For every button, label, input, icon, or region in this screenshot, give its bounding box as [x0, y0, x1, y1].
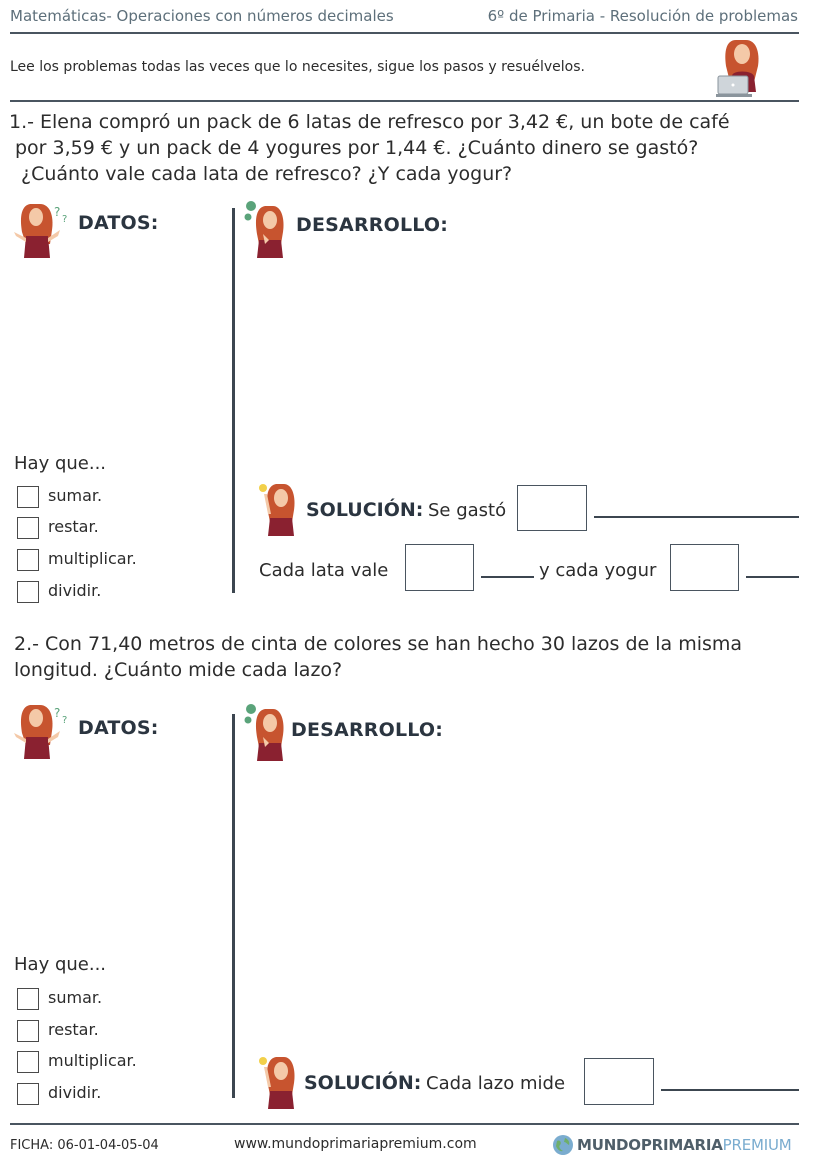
problem1-divider — [232, 208, 235, 593]
problem1-sol-text-gasto: Se gastó — [428, 500, 507, 521]
gears-girl-icon — [243, 703, 289, 763]
globe-logo-icon — [552, 1134, 574, 1156]
gears-girl-icon — [243, 200, 289, 260]
problem2-answer-box-lazo[interactable] — [584, 1058, 654, 1105]
intro-rule — [10, 100, 799, 102]
intro-text: Lee los problemas todas las veces que lo… — [10, 59, 585, 75]
problem1-line2: por 3,59 € y un pack de 4 yogures por 1,… — [15, 137, 699, 159]
problem2-datos-label: DATOS: — [78, 717, 159, 739]
footer-brand: MUNDOPRIMARIAPREMIUM — [577, 1136, 792, 1154]
checkbox[interactable] — [17, 1051, 39, 1073]
problem1-answer-box-lata[interactable] — [405, 544, 474, 591]
problem2-divider — [232, 714, 235, 1098]
checkbox[interactable] — [17, 988, 39, 1010]
girl-laptop-icon — [716, 36, 768, 100]
checkbox[interactable] — [17, 581, 39, 603]
problem1-answer-line-yogur[interactable] — [746, 576, 799, 578]
problem1-answer-box-total[interactable] — [517, 485, 587, 531]
header-rule — [10, 32, 799, 34]
problem1-sol-text-lata: Cada lata vale — [259, 560, 389, 581]
footer-rule — [10, 1123, 799, 1125]
brand-light: PREMIUM — [722, 1136, 792, 1154]
problem2-line2: longitud. ¿Cuánto mide cada lazo? — [14, 659, 343, 681]
problem2-hay-que: Hay que... — [14, 954, 107, 975]
thinking-girl-icon: ? ? — [12, 200, 72, 260]
problem2-sol-text-lazo: Cada lazo mide — [426, 1073, 566, 1094]
option-label: dividir. — [48, 1083, 102, 1102]
checkbox[interactable] — [17, 517, 39, 539]
problem1-solucion-label: SOLUCIÓN: — [306, 499, 424, 521]
svg-text:?: ? — [62, 715, 67, 726]
header-subject: Matemáticas- Operaciones con números dec… — [10, 7, 394, 25]
problem1-answer-box-yogur[interactable] — [670, 544, 739, 591]
footer-url[interactable]: www.mundoprimariapremium.com — [234, 1136, 477, 1152]
option-label: dividir. — [48, 581, 102, 600]
idea-girl-icon — [256, 480, 300, 538]
idea-girl-icon — [256, 1053, 300, 1111]
header-grade: 6º de Primaria - Resolución de problemas — [487, 7, 798, 25]
option-label: restar. — [48, 1020, 99, 1039]
problem1-sol-text-yogur: y cada yogur — [539, 560, 657, 581]
option-label: multiplicar. — [48, 1051, 137, 1070]
thinking-girl-icon: ? ? — [12, 701, 72, 761]
problem2-desarrollo-label: DESARROLLO: — [291, 719, 444, 741]
problem1-datos-label: DATOS: — [78, 212, 159, 234]
checkbox[interactable] — [17, 1083, 39, 1105]
problem2-line1: 2.- Con 71,40 metros de cinta de colores… — [14, 633, 743, 655]
svg-text:?: ? — [54, 205, 60, 219]
option-label: sumar. — [48, 486, 103, 505]
option-label: multiplicar. — [48, 549, 137, 568]
brand-bold: MUNDOPRIMARIA — [577, 1136, 723, 1154]
problem1-hay-que: Hay que... — [14, 453, 107, 474]
problem1-line1: 1.- Elena compró un pack de 6 latas de r… — [9, 111, 730, 133]
problem2-answer-line-lazo[interactable] — [661, 1089, 799, 1091]
problem1-answer-line-lata[interactable] — [481, 576, 534, 578]
svg-text:?: ? — [54, 706, 60, 720]
problem1-desarrollo-label: DESARROLLO: — [296, 214, 449, 236]
option-label: sumar. — [48, 988, 103, 1007]
problem2-solucion-label: SOLUCIÓN: — [304, 1072, 422, 1094]
problem1-answer-line-total[interactable] — [594, 516, 799, 518]
checkbox[interactable] — [17, 549, 39, 571]
option-label: restar. — [48, 517, 99, 536]
svg-text:?: ? — [62, 214, 67, 225]
footer-ficha: FICHA: 06-01-04-05-04 — [10, 1138, 159, 1153]
problem1-line3: ¿Cuánto vale cada lata de refresco? ¿Y c… — [21, 163, 513, 185]
checkbox[interactable] — [17, 1020, 39, 1042]
checkbox[interactable] — [17, 486, 39, 508]
